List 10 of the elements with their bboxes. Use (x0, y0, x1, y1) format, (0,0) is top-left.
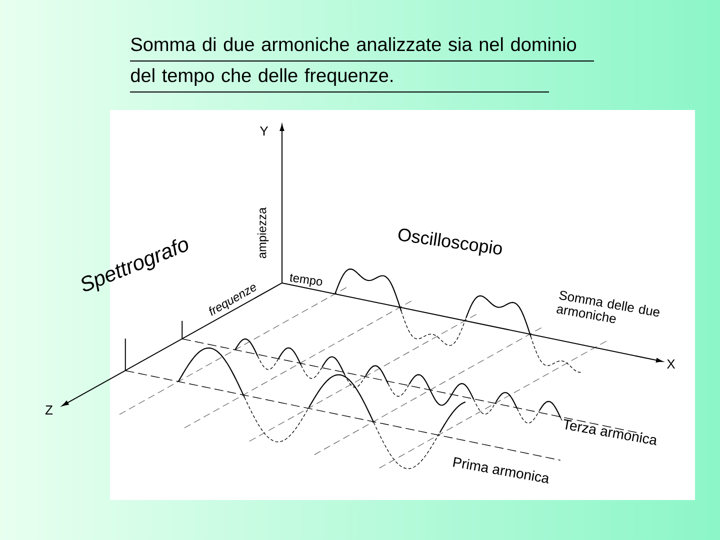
axis-label: Y (260, 126, 268, 136)
axis-label: X (666, 360, 676, 368)
curve-label: Somma delle due armoniche (556, 290, 660, 324)
axis-label: Z (45, 406, 53, 414)
curve-label: Terza armonica (564, 419, 656, 446)
axis-label: ampiezza (257, 207, 269, 258)
title: Somma di due armoniche analizzate sia nel dominio del tempo che delle frequenze. (131, 37, 576, 86)
curve-label: Prima armonica (453, 457, 549, 484)
section-label: Oscilloscopio (398, 228, 502, 256)
axis-label: tempo (290, 274, 322, 287)
